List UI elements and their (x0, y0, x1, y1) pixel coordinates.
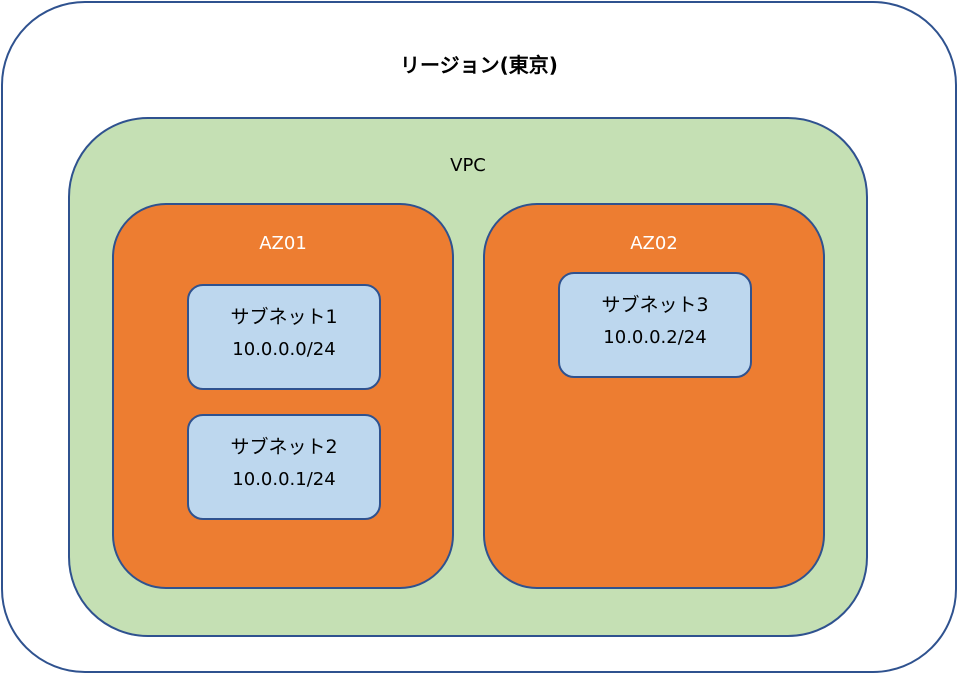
subnet1-cidr: 10.0.0.0/24 (232, 339, 336, 360)
az02-box: AZ02 (483, 203, 825, 589)
subnet2-box: サブネット2 10.0.0.1/24 (187, 414, 381, 520)
region-title: リージョン(東京) (400, 53, 558, 77)
vpc-title: VPC (450, 155, 486, 176)
subnet1-name: サブネット1 (230, 306, 338, 328)
subnet3-name: サブネット3 (601, 294, 709, 316)
az01-title: AZ01 (259, 233, 307, 254)
subnet2-name: サブネット2 (230, 436, 338, 458)
subnet2-cidr: 10.0.0.1/24 (232, 469, 336, 490)
az01-box: AZ01 (112, 203, 454, 589)
subnet3-cidr: 10.0.0.2/24 (603, 327, 707, 348)
az02-title: AZ02 (630, 233, 678, 254)
subnet1-box: サブネット1 10.0.0.0/24 (187, 284, 381, 390)
subnet3-box: サブネット3 10.0.0.2/24 (558, 272, 752, 378)
